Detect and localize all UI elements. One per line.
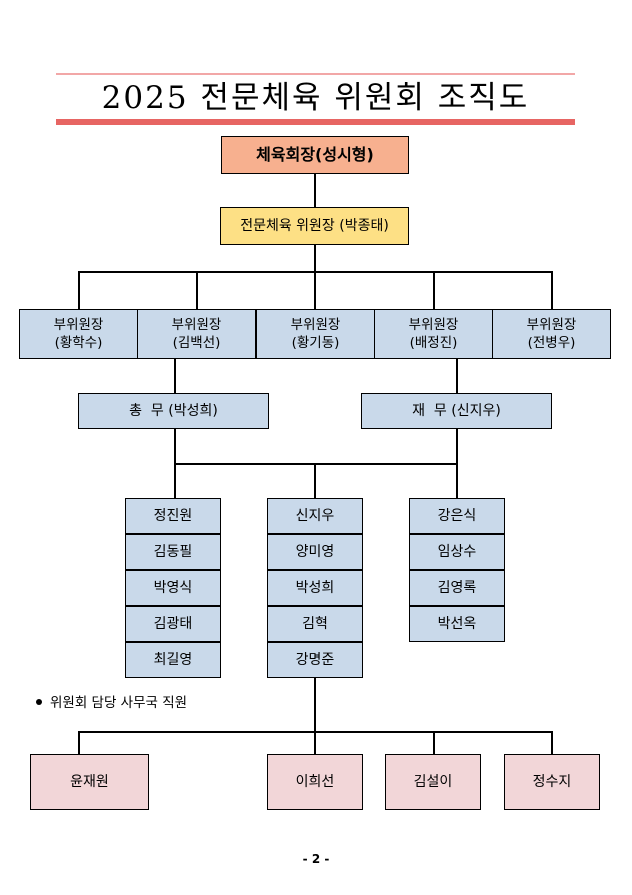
director-box: 전문체육 위원장 (박종태) xyxy=(220,207,409,245)
secretariat-note: 위원회 담당 사무국 직원 xyxy=(36,693,187,713)
member-box: 강은식 xyxy=(409,498,505,534)
general-affairs-box: 총 무 (박성희) xyxy=(78,393,269,429)
connector-sec4 xyxy=(551,731,553,755)
connector-members-bus xyxy=(174,463,458,465)
vice-chair-box: 부위원장 (김백선) xyxy=(137,309,256,359)
connector-sec1 xyxy=(78,731,80,755)
member-box: 최길영 xyxy=(125,642,221,678)
connector-col2-bottom xyxy=(314,677,316,732)
title-bottom-rule xyxy=(56,119,575,125)
member-box: 박선옥 xyxy=(409,606,505,642)
connector-col1 xyxy=(174,463,176,498)
vice-chair-box: 부위원장 (전병우) xyxy=(492,309,611,359)
member-box: 임상수 xyxy=(409,534,505,570)
connector-vp3 xyxy=(314,271,316,310)
vice-chair-role: 부위원장 xyxy=(408,316,459,333)
secretariat-box: 정수지 xyxy=(504,754,600,810)
vice-chair-name: (김백선) xyxy=(172,335,221,351)
member-box: 박영식 xyxy=(125,570,221,606)
vice-chair-role: 부위원장 xyxy=(171,316,222,333)
vice-chair-name: (배정진) xyxy=(409,335,458,351)
connector-vp2-general xyxy=(174,358,176,393)
connector-sec2 xyxy=(314,731,316,755)
vice-chair-role: 부위원장 xyxy=(290,316,341,333)
connector-vp1 xyxy=(78,271,80,310)
vice-chair-box: 부위원장 (황기동) xyxy=(256,309,375,359)
member-box: 김광태 xyxy=(125,606,221,642)
secretariat-note-text: 위원회 담당 사무국 직원 xyxy=(50,695,188,711)
connector-sec3 xyxy=(433,731,435,755)
connector-treasurer-down xyxy=(456,429,458,464)
connector-vp5 xyxy=(551,271,553,310)
member-box: 양미영 xyxy=(267,534,363,570)
member-box: 신지우 xyxy=(267,498,363,534)
chair-box: 체육회장(성시형) xyxy=(221,136,409,174)
vice-chair-box: 부위원장 (배정진) xyxy=(374,309,493,359)
connector-director-down xyxy=(314,245,316,272)
connector-chair-director xyxy=(314,174,316,207)
connector-col2 xyxy=(314,463,316,498)
member-box: 김혁 xyxy=(267,606,363,642)
secretariat-box: 김설이 xyxy=(385,754,481,810)
connector-col3 xyxy=(456,463,458,498)
connector-vp4 xyxy=(433,271,435,310)
member-box: 박성희 xyxy=(267,570,363,606)
page-title: 2025 전문체육 위원회 조직도 xyxy=(101,80,530,116)
page-number: - 2 - xyxy=(302,852,330,866)
connector-vp4-treasurer xyxy=(456,358,458,393)
connector-vp2 xyxy=(196,271,198,310)
connector-general-down xyxy=(174,429,176,464)
vice-chair-role: 부위원장 xyxy=(53,316,104,333)
secretariat-box: 윤재원 xyxy=(30,754,149,810)
member-box: 김영록 xyxy=(409,570,505,606)
vice-chair-box: 부위원장 (황학수) xyxy=(19,309,138,359)
vice-chair-name: (전병우) xyxy=(527,335,576,351)
member-box: 김동필 xyxy=(125,534,221,570)
bullet-icon xyxy=(36,699,42,705)
secretariat-box: 이희선 xyxy=(267,754,363,810)
vice-chair-role: 부위원장 xyxy=(526,316,577,333)
member-box: 강명준 xyxy=(267,642,363,678)
vice-chair-name: (황학수) xyxy=(54,335,103,351)
treasurer-box: 재 무 (신지우) xyxy=(361,393,552,429)
vice-chair-name: (황기동) xyxy=(291,335,340,351)
member-box: 정진원 xyxy=(125,498,221,534)
title-top-rule xyxy=(56,73,575,75)
